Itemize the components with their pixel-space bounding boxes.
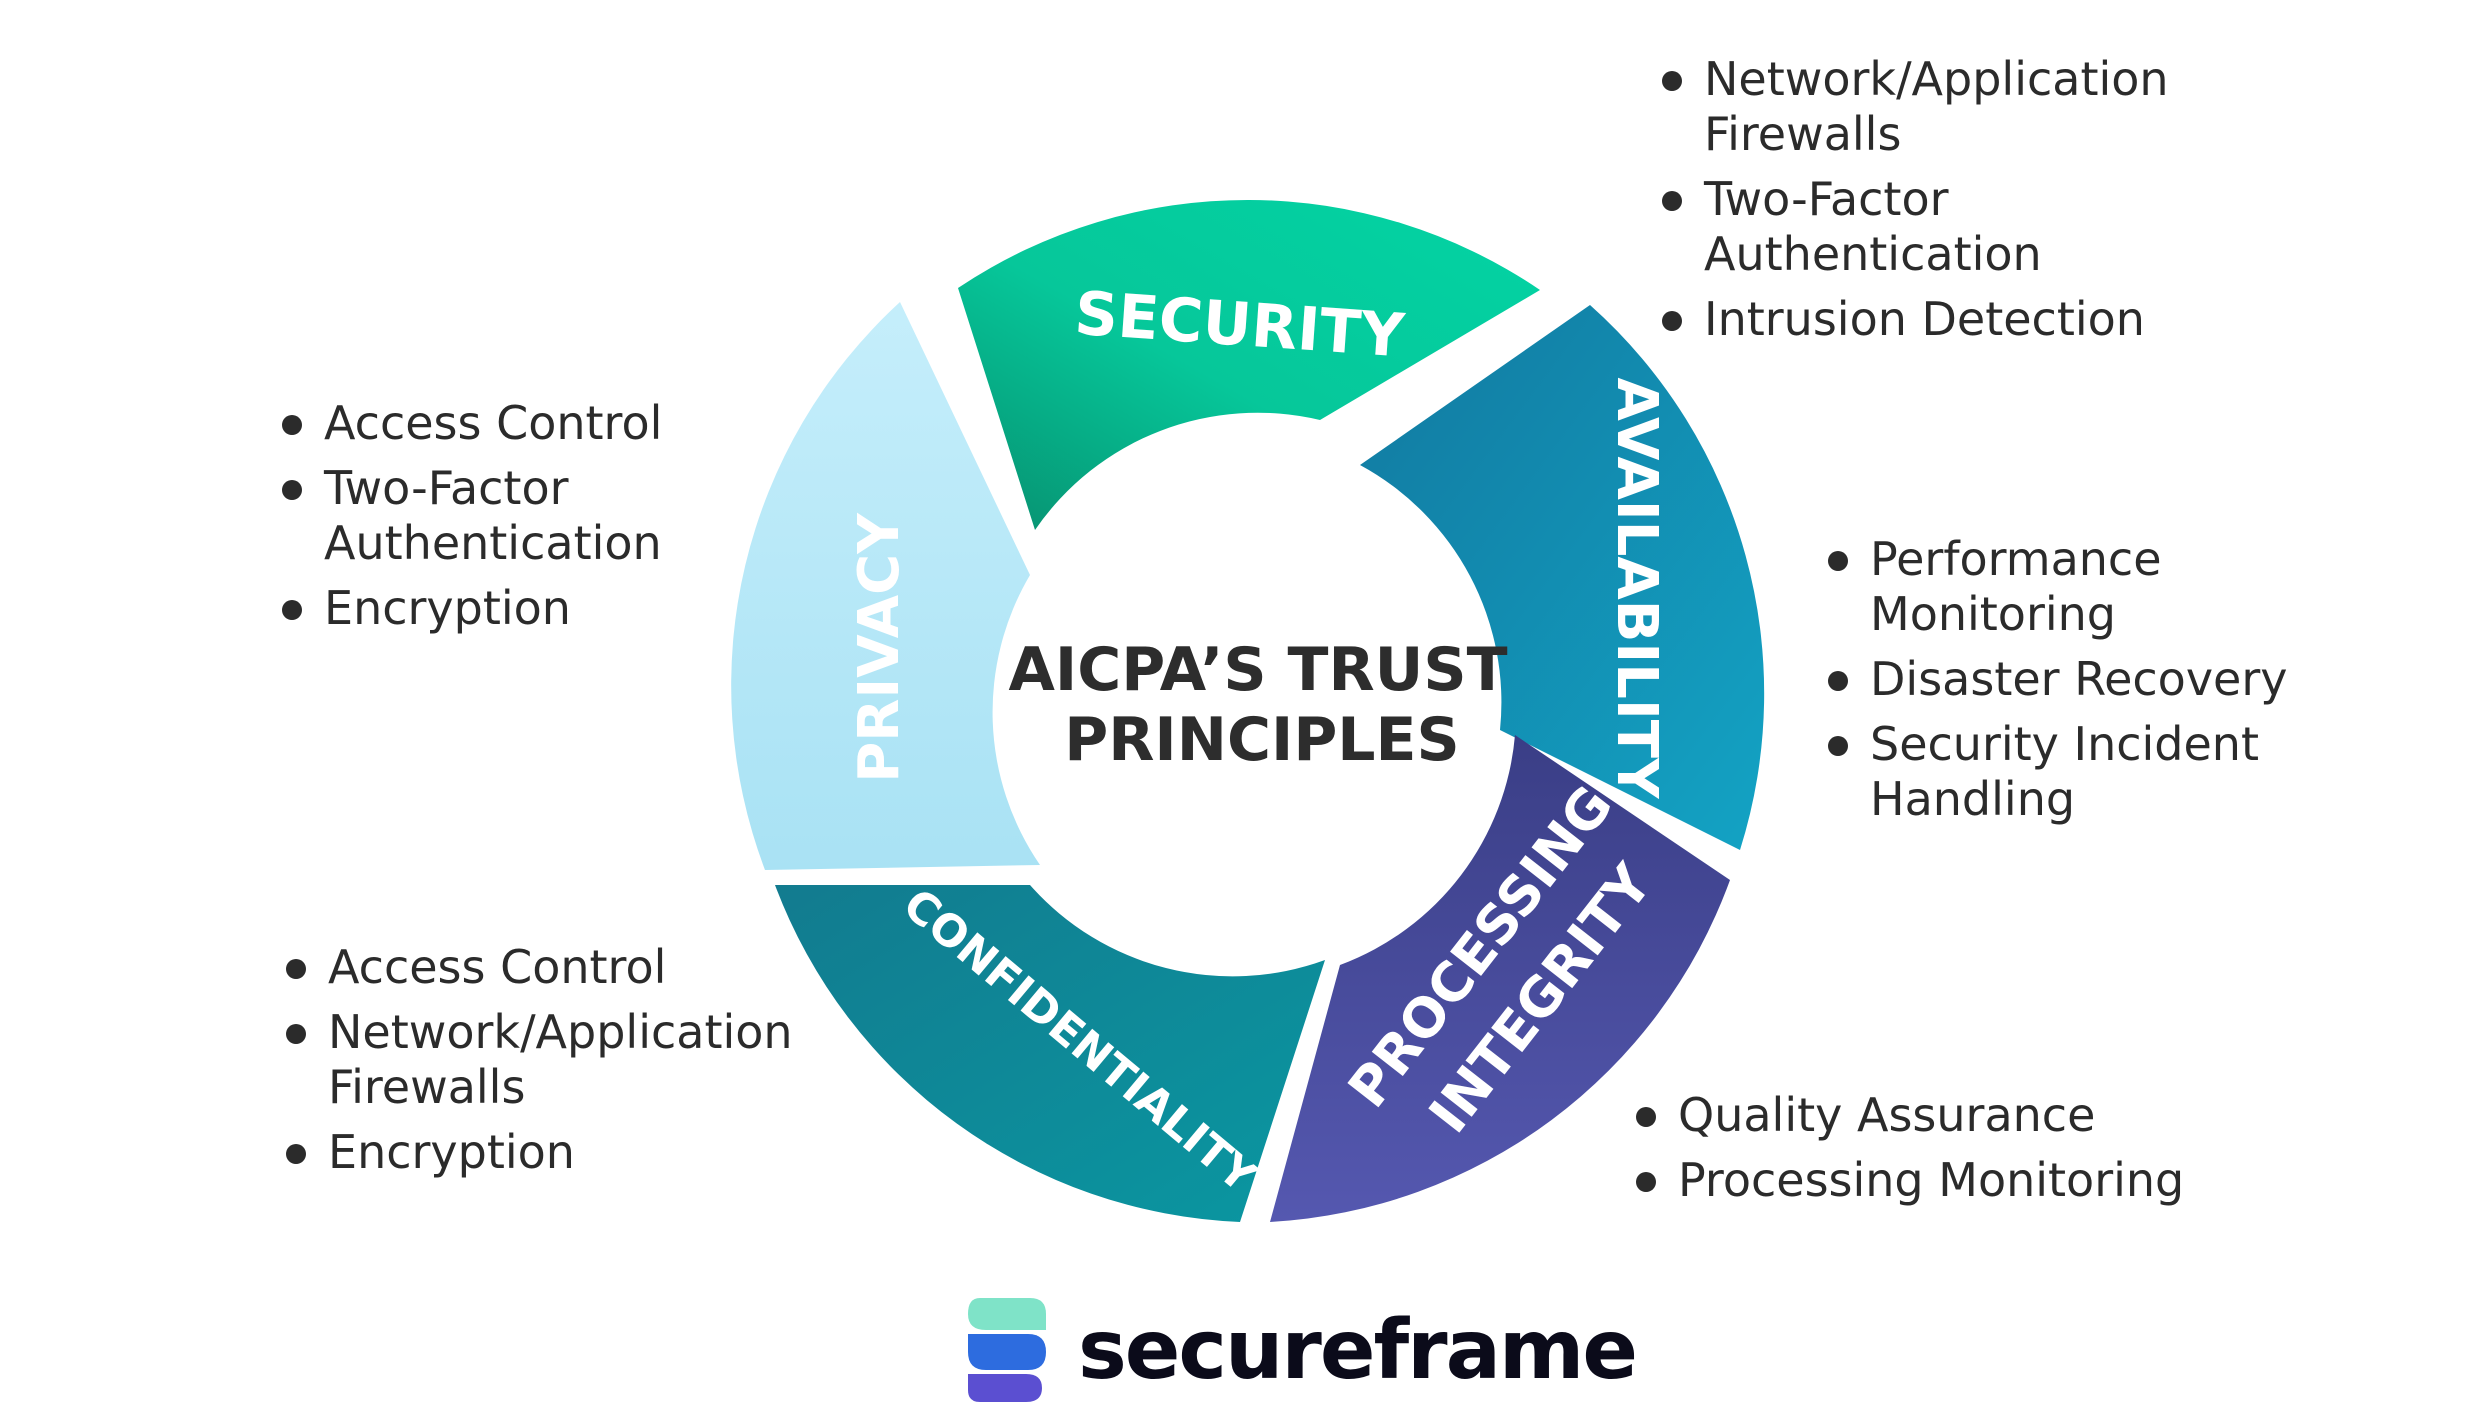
list-item: Network/Application Firewalls — [1662, 52, 2222, 162]
privacy-controls-list: Access Control Two-Factor Authentication… — [282, 396, 762, 646]
segment-availability — [1360, 305, 1765, 850]
security-controls-list: Network/Application Firewalls Two-Factor… — [1662, 52, 2222, 357]
list-item: Two-Factor Authentication — [282, 461, 762, 571]
segment-privacy — [731, 302, 1040, 870]
segment-label-privacy: PRIVACY — [847, 512, 912, 783]
list-item: Network/Application Firewalls — [286, 1005, 846, 1115]
center-title-line1: AICPA’S TRUST — [1008, 635, 1507, 705]
list-item: Disaster Recovery — [1828, 652, 2388, 707]
confidentiality-controls-list: Access Control Network/Application Firew… — [286, 940, 846, 1190]
list-item: Encryption — [286, 1125, 846, 1180]
secureframe-logo-icon — [968, 1298, 1046, 1402]
list-item: Encryption — [282, 581, 762, 636]
list-item: Security Incident Handling — [1828, 717, 2388, 827]
center-title-line2: PRINCIPLES — [1064, 705, 1459, 775]
processing-integrity-controls-list: Quality Assurance Processing Monitoring — [1636, 1088, 2276, 1218]
availability-controls-list: Performance Monitoring Disaster Recovery… — [1828, 532, 2388, 837]
segment-confidentiality — [775, 885, 1325, 1222]
list-item: Intrusion Detection — [1662, 292, 2222, 347]
list-item: Access Control — [286, 940, 846, 995]
list-item: Quality Assurance — [1636, 1088, 2276, 1143]
segment-label-availability: AVAILABILITY — [1604, 377, 1669, 800]
list-item: Access Control — [282, 396, 762, 451]
segment-processing-integrity — [1270, 735, 1730, 1222]
list-item: Two-Factor Authentication — [1662, 172, 2222, 282]
list-item: Processing Monitoring — [1636, 1153, 2276, 1208]
secureframe-logo-text: secureframe — [1078, 1302, 1638, 1398]
secureframe-logo: secureframe — [960, 1290, 1638, 1410]
list-item: Performance Monitoring — [1828, 532, 2388, 642]
segment-security — [958, 199, 1540, 530]
